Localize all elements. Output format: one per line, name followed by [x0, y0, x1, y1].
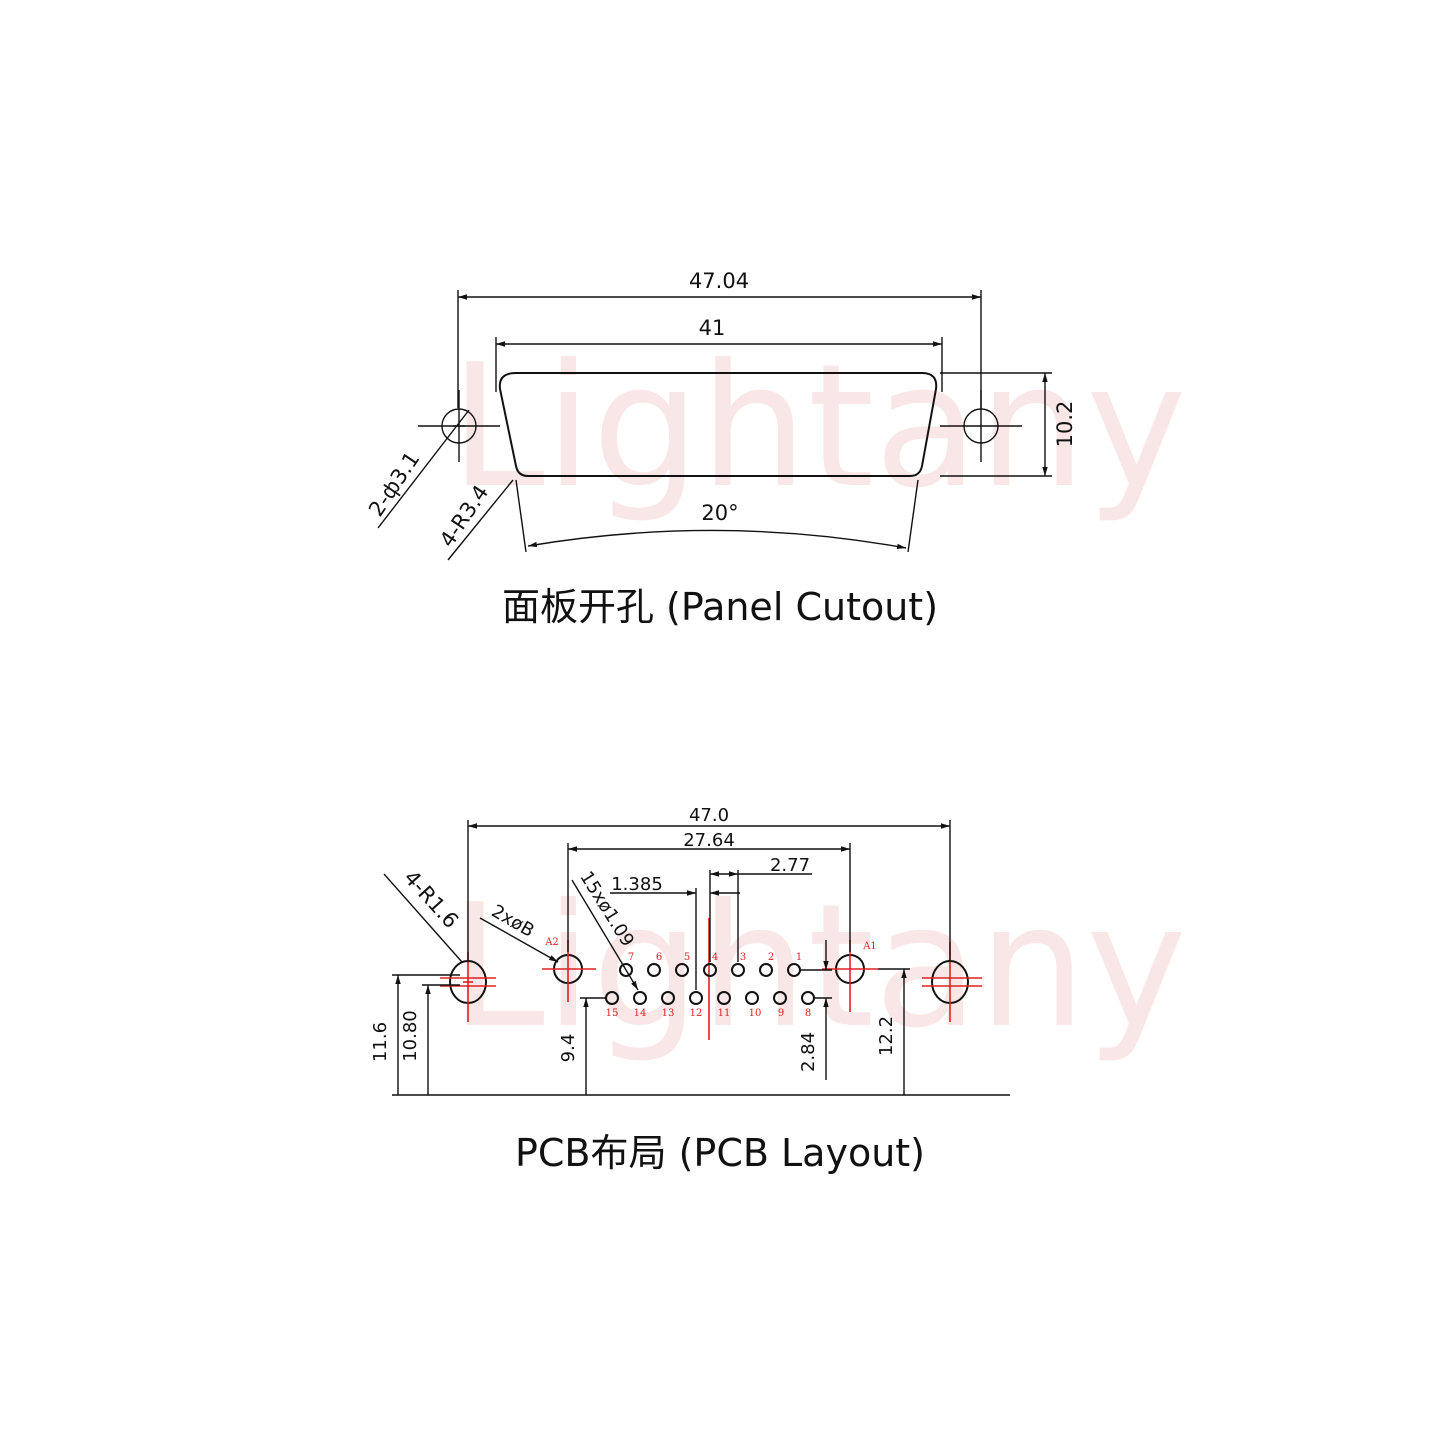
svg-text:7: 7: [628, 952, 634, 963]
pcb-dim-left-outer-label: 11.6: [370, 1022, 391, 1062]
pcb-dim-offset: 1.385: [610, 874, 740, 990]
svg-text:1: 1: [796, 952, 802, 963]
pcb-dim-row-h: 9.4: [558, 997, 606, 1095]
panel-dim-height: 10.2: [940, 372, 1077, 477]
pcb-dim-row-h-label: 9.4: [558, 1034, 579, 1063]
svg-text:11: 11: [718, 1008, 731, 1019]
pcb-dim-overall: 47.0: [467, 805, 951, 962]
watermark-pcb: Lightany: [450, 868, 1187, 1066]
pin-4: 4: [703, 952, 718, 977]
svg-text:14: 14: [634, 1008, 647, 1019]
panel-dim-cutout: 41: [495, 316, 943, 392]
svg-text:10: 10: [749, 1008, 762, 1019]
panel-caption: 面板开孔 (Panel Cutout): [502, 585, 938, 629]
pcb-dim-row-pitch: 2.84: [798, 940, 832, 1080]
panel-dim-overall: 47.04: [457, 269, 982, 408]
panel-dim-holes-label: 2-ф3.1: [364, 447, 424, 520]
svg-text:4: 4: [712, 952, 718, 963]
panel-cutout-outline: [498, 372, 938, 477]
watermark-panel: Lightany: [450, 328, 1187, 526]
pin-12: 12: [689, 991, 703, 1019]
panel-dim-height-label: 10.2: [1053, 401, 1077, 448]
svg-text:2: 2: [768, 952, 774, 963]
panel-dim-overall-label: 47.04: [689, 269, 749, 293]
pcb-dim-left-inner: 10.80: [400, 984, 460, 1095]
pcb-dim-mount-spacing-label: 27.64: [683, 830, 735, 851]
pcb-dim-right-h: 12.2: [876, 968, 910, 1095]
svg-text:9: 9: [778, 1008, 784, 1019]
pcb-caption: PCB布局 (PCB Layout): [515, 1131, 925, 1175]
pcb-dim-pitch: 2.77: [709, 855, 812, 962]
pcb-dim-right-h-label: 12.2: [876, 1016, 897, 1056]
svg-text:6: 6: [656, 952, 662, 963]
pin-5: 5: [675, 952, 690, 977]
panel-dim-cutout-label: 41: [699, 316, 726, 340]
pin-11: 11: [717, 991, 731, 1019]
svg-text:8: 8: [805, 1008, 811, 1019]
pin-14: 14: [633, 991, 647, 1019]
svg-text:15: 15: [606, 1008, 619, 1019]
pin-6: 6: [647, 952, 662, 977]
pin-2: 2: [759, 952, 774, 977]
pcb-dim-mount-spacing: 27.64: [567, 830, 851, 952]
pcb-dim-row-pitch-label: 2.84: [798, 1032, 819, 1072]
pcb-pin-row-bottom: 15 14 13 12 11 10 9 8: [605, 991, 815, 1019]
pin-13: 13: [661, 991, 675, 1019]
panel-dim-angle: 20°: [515, 479, 919, 553]
svg-text:13: 13: [662, 1008, 675, 1019]
pcb-label-a1: A1: [862, 941, 877, 952]
panel-dim-angle-label: 20°: [701, 501, 738, 525]
pcb-dim-left-outer: 11.6: [370, 974, 460, 1095]
panel-mount-hole-left: [418, 390, 500, 462]
pin-7: 7: [619, 952, 634, 977]
pcb-dim-offset-label: 1.385: [611, 874, 663, 895]
svg-text:3: 3: [740, 952, 746, 963]
pin-9: 9: [773, 991, 787, 1019]
pcb-dim-pitch-label: 2.77: [770, 855, 810, 876]
svg-text:5: 5: [684, 952, 690, 963]
pin-3: 3: [731, 952, 746, 977]
pin-10: 10: [745, 991, 762, 1019]
pcb-label-a2: A2: [544, 937, 559, 948]
pcb-dim-left-inner-label: 10.80: [400, 1010, 421, 1062]
svg-text:12: 12: [690, 1008, 703, 1019]
pcb-dim-overall-label: 47.0: [689, 805, 729, 826]
